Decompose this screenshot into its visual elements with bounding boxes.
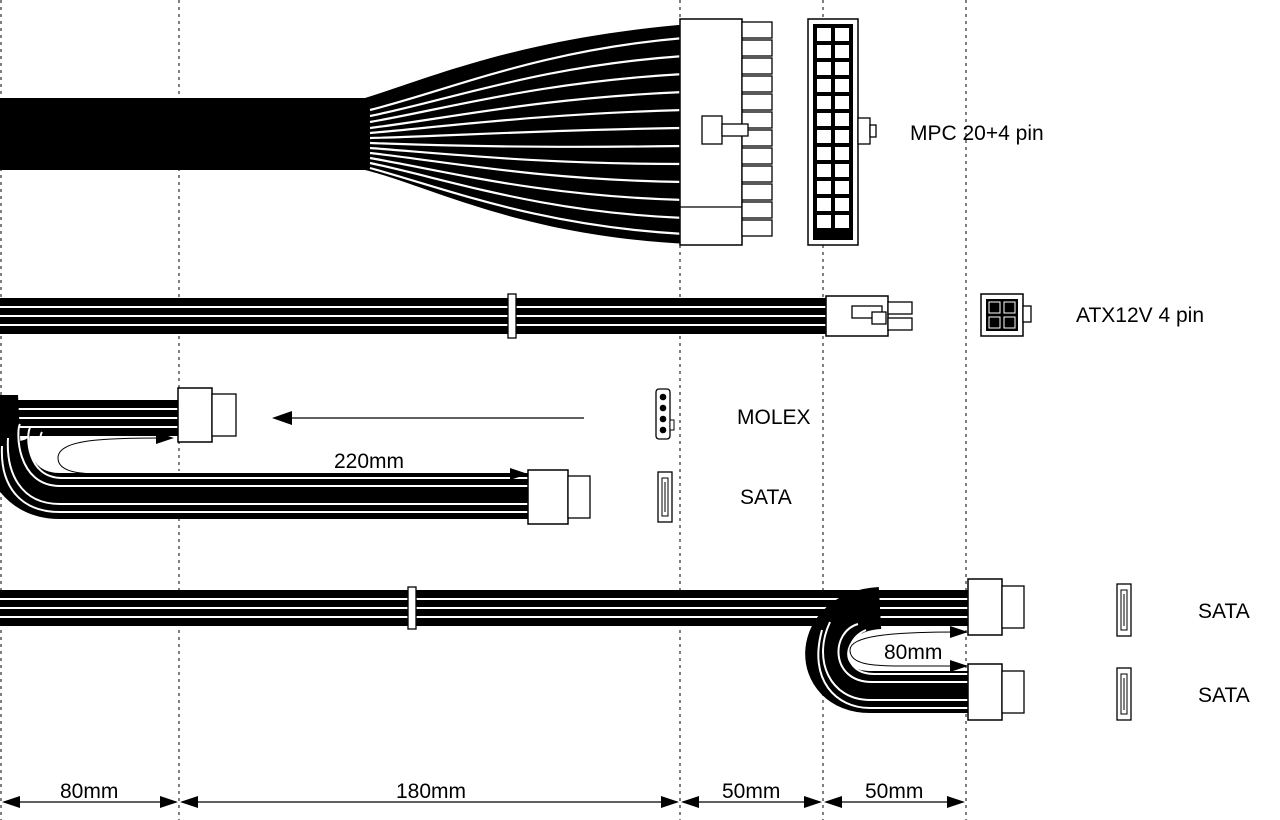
sata-label-a: SATA [740,486,792,509]
mpc-24pin-icon [807,18,877,246]
molex-label: MOLEX [737,406,811,429]
sata-sata-cable [0,578,1025,721]
molex-sata-cable [0,387,591,525]
sata-label-c: SATA [1198,684,1250,707]
dimension-branch-1 [57,432,528,480]
dimension-4-label: 50mm [865,780,923,803]
dimension-branch-1-label: 220mm [334,450,404,473]
atx-4pin-icon [980,293,1032,337]
mpc-latch [701,115,723,145]
sata-label-b: SATA [1198,600,1250,623]
sata-icon [1116,667,1132,721]
sata-connector-top [967,578,1003,636]
sata-cable-tie [407,586,417,630]
molex-arrow [272,411,584,425]
dimension-branch-2 [849,626,968,672]
molex-connector-housing [177,387,213,443]
bottom-dimension-arrows [2,796,965,808]
sata-icon [657,471,673,523]
sata-connector-housing [527,469,569,525]
mpc-cable [0,18,773,246]
dimension-1-label: 80mm [60,780,118,803]
molex-icon [655,388,675,440]
mpc-label: MPC 20+4 pin [910,122,1044,145]
sata-connector-bottom [967,663,1003,721]
atx-label: ATX12V 4 pin [1076,304,1204,327]
dimension-3-label: 50mm [722,780,780,803]
mpc-cable-bundle [0,24,690,244]
sata-icon [1116,583,1132,637]
dimension-branch-2-label: 80mm [884,641,942,664]
atx-cable-tie [507,293,517,339]
dimension-2-label: 180mm [396,780,466,803]
atx-cable [0,293,913,339]
